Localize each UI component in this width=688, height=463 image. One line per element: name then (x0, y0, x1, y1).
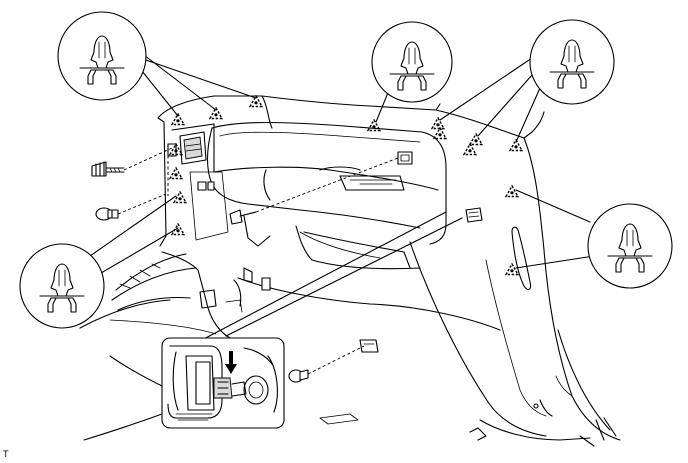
leader-clip-lower (117, 193, 167, 215)
leader-screw-upper (123, 147, 173, 171)
clip-marker-9 (505, 263, 519, 276)
clip-marker-12 (171, 223, 185, 236)
callout-top-left (57, 11, 147, 101)
clip-marker-15 (433, 127, 447, 140)
callout-right-middle (587, 203, 673, 289)
screw-center (229, 209, 257, 225)
leader-screw-center (255, 157, 399, 213)
clip-fastener-right (288, 369, 309, 383)
trim-panel (157, 95, 621, 447)
callout-leaders (89, 51, 595, 343)
push-arrow (225, 351, 237, 374)
cargo-floor (79, 251, 243, 441)
clip-marker-6 (469, 133, 483, 146)
callout-top-center (371, 21, 453, 103)
leader-clip-right (307, 345, 365, 375)
connector-inset (161, 337, 285, 429)
clip-marker-13 (169, 167, 183, 180)
clip-markers (169, 95, 523, 276)
figure-corner-label: T (3, 449, 9, 459)
callout-top-right (529, 19, 615, 105)
clip-marker-5 (431, 117, 445, 130)
clip-fastener-lower (95, 207, 119, 221)
clip-marker-11 (173, 191, 187, 204)
callout-left-bottom (19, 243, 105, 329)
clip-marker-8 (505, 185, 519, 198)
screw-upper (91, 161, 125, 177)
clip-marker-14 (463, 143, 477, 156)
